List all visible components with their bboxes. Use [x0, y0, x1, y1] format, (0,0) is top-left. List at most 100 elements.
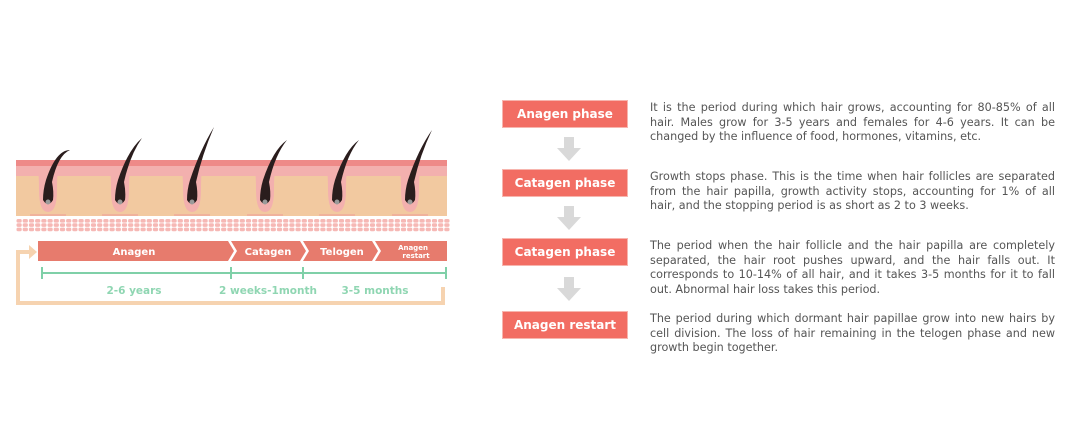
- skin-cell: [152, 223, 159, 227]
- skin-cell: [159, 227, 165, 232]
- skin-cell: [301, 223, 307, 227]
- skin-cell: [400, 223, 407, 227]
- skin-cell: [47, 219, 53, 223]
- skin-cell: [314, 227, 320, 232]
- skin-cell: [159, 219, 165, 223]
- skin-cell: [376, 227, 382, 232]
- skin-cell: [202, 219, 208, 223]
- skin-cell: [78, 227, 84, 232]
- skin-cell: [84, 223, 90, 227]
- skin-cell: [425, 223, 431, 227]
- skin-cell: [276, 227, 283, 232]
- skin-cell: [314, 219, 320, 223]
- skin-cell: [425, 219, 431, 223]
- skin-cell: [233, 227, 239, 232]
- skin-cell: [159, 223, 165, 227]
- skin-dermis: [16, 176, 447, 216]
- skin-cell: [90, 223, 97, 227]
- skin-cell: [109, 227, 115, 232]
- skin-cell: [295, 227, 301, 232]
- skin-cell: [196, 227, 202, 232]
- skin-cell: [214, 223, 221, 227]
- phase-desc-anagen: It is the period during which hair grows…: [650, 101, 1055, 144]
- skin-cell: [444, 219, 450, 223]
- skin-cell: [345, 227, 351, 232]
- skin-cell: [121, 219, 128, 223]
- bar-segment-telogen: [303, 241, 378, 261]
- skin-cell: [35, 219, 41, 223]
- skin-cell: [326, 223, 332, 227]
- skin-cell: [66, 223, 72, 227]
- skin-cell: [438, 223, 444, 227]
- skin-cell: [357, 223, 363, 227]
- timeline-label-anagen: 2-6 years: [106, 285, 161, 297]
- skin-cell: [221, 227, 227, 232]
- skin-cell: [258, 219, 264, 223]
- skin-cell: [270, 227, 276, 232]
- skin-cell: [264, 219, 270, 223]
- skin-cell: [363, 227, 369, 232]
- phase-box-anagen: Anagen phase: [503, 101, 627, 127]
- skin-cell: [363, 223, 369, 227]
- skin-cell: [152, 219, 159, 223]
- skin-cell: [171, 223, 177, 227]
- skin-cell: [72, 227, 78, 232]
- skin-cell: [183, 223, 190, 227]
- skin-cell: [221, 219, 227, 223]
- skin-cell: [252, 227, 258, 232]
- skin-cell: [214, 219, 221, 223]
- timeline-label-catagen: 2 weeks-1month: [219, 285, 317, 297]
- skin-cell: [264, 227, 270, 232]
- skin-cell: [270, 223, 276, 227]
- skin-cell: [103, 227, 109, 232]
- skin-cell: [128, 227, 134, 232]
- skin-cell: [351, 223, 357, 227]
- cycle-loop-arrow: [16, 250, 445, 305]
- skin-cell: [208, 223, 214, 227]
- skin-cell: [84, 227, 90, 232]
- skin-cell: [146, 227, 152, 232]
- skin-cell: [165, 223, 171, 227]
- skin-cell: [134, 219, 140, 223]
- skin-cell: [177, 219, 183, 223]
- skin-cell: [252, 219, 258, 223]
- skin-cell: [245, 219, 252, 223]
- phase-desc-catagen: Growth stops phase. This is the time whe…: [650, 170, 1055, 213]
- skin-cell: [177, 227, 183, 232]
- skin-cell: [183, 227, 190, 232]
- skin-cell: [66, 227, 72, 232]
- skin-cell: [208, 227, 214, 232]
- skin-cell: [171, 227, 177, 232]
- phase-desc-anagen-restart: The period during which dormant hair pap…: [650, 312, 1055, 355]
- skin-cell: [202, 223, 208, 227]
- skin-cell: [438, 219, 444, 223]
- skin-cell: [78, 219, 84, 223]
- skin-cell: [196, 219, 202, 223]
- skin-cell: [177, 223, 183, 227]
- skin-cell: [53, 227, 59, 232]
- skin-cell: [66, 219, 72, 223]
- skin-cell: [338, 219, 345, 223]
- skin-cell: [276, 223, 283, 227]
- timeline: [41, 267, 447, 279]
- skin-cell: [16, 227, 22, 232]
- skin-cell: [413, 227, 419, 232]
- timeline-label-telogen: 3-5 months: [342, 285, 409, 297]
- skin-cell: [351, 219, 357, 223]
- skin-cell: [301, 227, 307, 232]
- skin-cell: [202, 227, 208, 232]
- skin-cell: [35, 227, 41, 232]
- phase-bar: Anagen Catagen Telogen Anagen restart: [38, 241, 447, 261]
- skin-cell: [252, 223, 258, 227]
- bar-label-anagen: Anagen: [113, 247, 156, 258]
- skin-cell: [128, 219, 134, 223]
- skin-epidermis: [16, 166, 447, 176]
- skin-cell: [289, 219, 295, 223]
- skin-cell: [84, 219, 90, 223]
- skin-cell: [369, 227, 376, 232]
- skin-cell: [295, 223, 301, 227]
- skin-cell: [16, 219, 22, 223]
- skin-cell: [444, 223, 450, 227]
- skin-cell: [419, 223, 425, 227]
- loop-arrowhead-icon: [29, 245, 37, 259]
